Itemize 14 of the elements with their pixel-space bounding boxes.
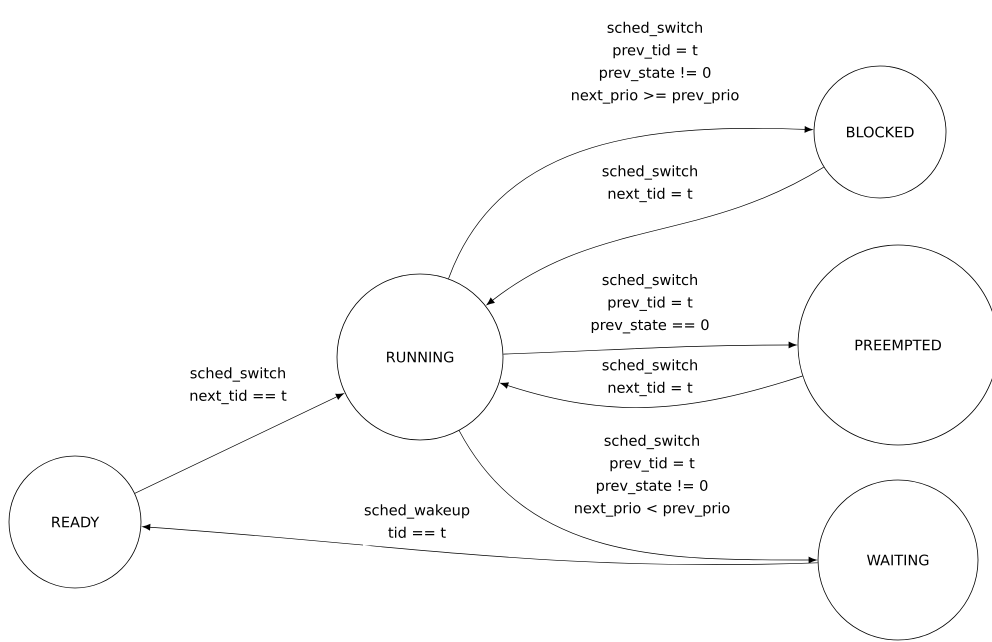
edge-label: sched_switch prev_tid = t prev_state != 0 next_prio < prev_prio bbox=[572, 429, 732, 521]
edge-label: sched_switch prev_tid = t prev_state == 0 bbox=[589, 268, 711, 338]
arrow bbox=[486, 166, 824, 306]
edge-label: sched_wakeup tid == t bbox=[363, 498, 472, 546]
arrow bbox=[458, 430, 817, 564]
edge-label: sched_switch prev_tid = t prev_state != 0 next_prio >= prev_prio bbox=[570, 16, 740, 108]
edge-label: sched_switch next_tid = t bbox=[600, 354, 700, 400]
arrow bbox=[503, 342, 797, 354]
arrow bbox=[134, 393, 344, 494]
edge-label: sched_switch next_tid == t bbox=[188, 362, 288, 408]
edge-label: sched_switch next_tid = t bbox=[600, 160, 700, 206]
arrow bbox=[500, 376, 803, 408]
arrow bbox=[448, 126, 813, 279]
arrow bbox=[142, 524, 818, 565]
